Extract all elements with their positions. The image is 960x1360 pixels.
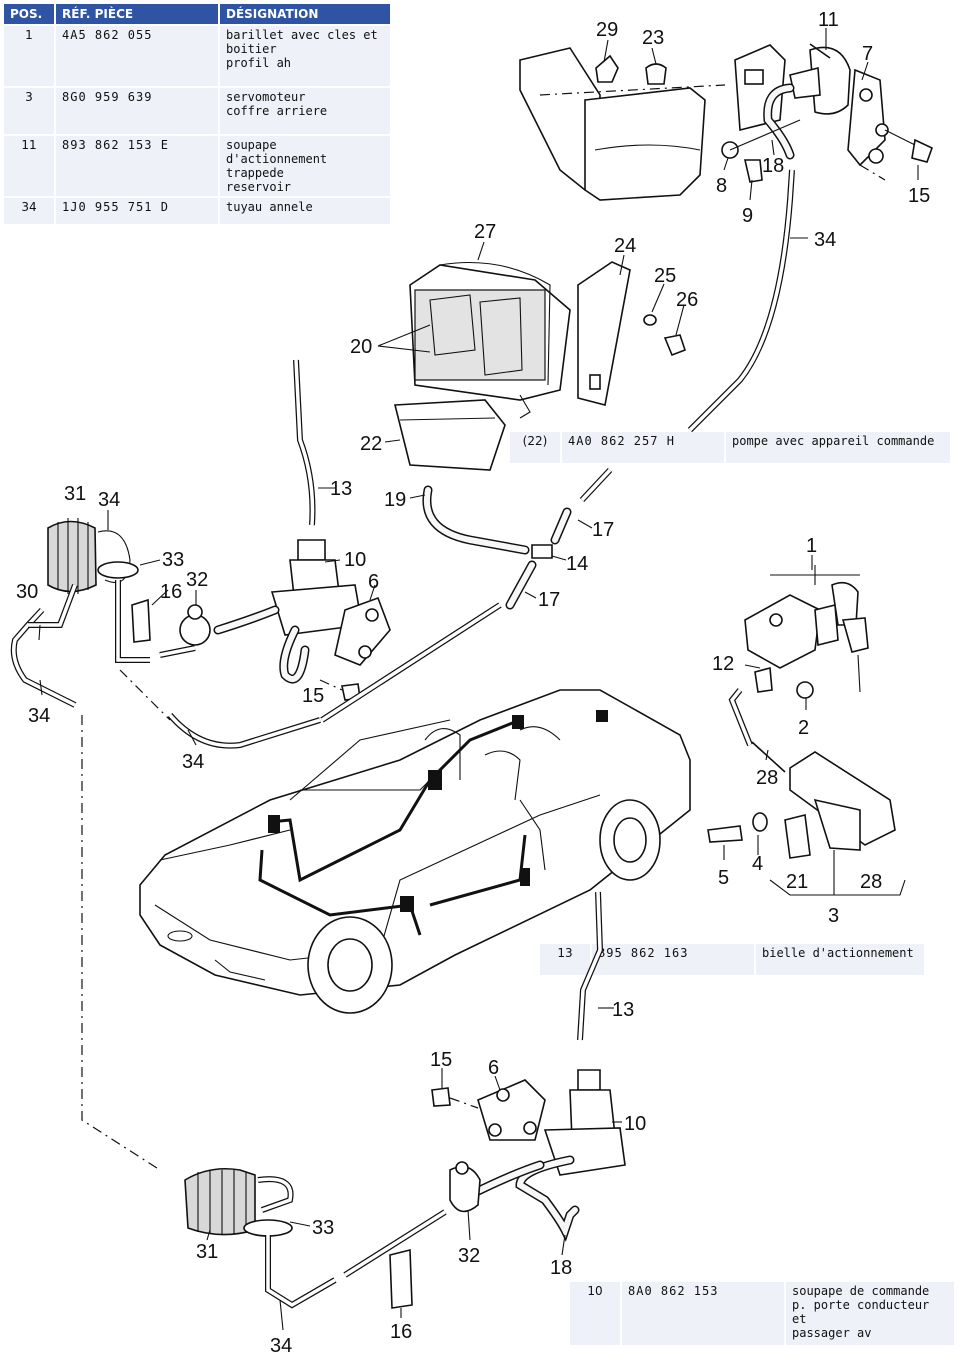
table-row: 34 1J0 955 751 D tuyau annele <box>4 197 392 226</box>
part-pos: (22) <box>510 432 562 465</box>
callout-label: 12 <box>712 653 734 675</box>
callout-label: 6 <box>368 571 379 593</box>
callout-label: 25 <box>654 265 676 287</box>
callout-label: 8 <box>716 175 727 197</box>
callout-label: 34 <box>182 751 204 773</box>
table-row: 3 8G0 959 639 servomoteur coffre arriere <box>4 87 392 136</box>
callout-label: 32 <box>186 569 208 591</box>
callout-label: 28 <box>756 767 778 789</box>
callout-label: 34 <box>270 1335 292 1357</box>
callout-label: 17 <box>592 519 614 541</box>
callout-label: 33 <box>162 549 184 571</box>
parts-table-main: POS. RÉF. PIÈCE DÉSIGNATION 1 4A5 862 05… <box>4 4 392 226</box>
callout-label: 32 <box>458 1245 480 1267</box>
callout-label: 31 <box>196 1241 218 1263</box>
callout-label: 27 <box>474 221 496 243</box>
table-row: 11 893 862 153 E soupape d'actionnement … <box>4 135 392 198</box>
callout-labels: 29 23 11 7 8 9 18 15 34 27 24 25 26 20 2… <box>16 9 930 1357</box>
part-ref: 8G0 959 639 <box>55 87 220 136</box>
callout-label: 34 <box>98 489 120 511</box>
callout-label: 31 <box>64 483 86 505</box>
col-ref-header: RÉF. PIÈCE <box>55 4 220 26</box>
callout-label: 7 <box>862 43 873 65</box>
fuel-flap-assembly <box>519 43 933 201</box>
callout-label: 15 <box>302 685 324 707</box>
callout-label: 18 <box>762 155 784 177</box>
part-pos: 34 <box>4 197 56 226</box>
part-designation: bielle d'actionnement <box>755 944 926 977</box>
callout-label: 21 <box>786 871 808 893</box>
table-row: 1 4A5 862 055 barillet avec cles et boit… <box>4 25 392 88</box>
part-pos: 3 <box>4 87 56 136</box>
col-designation-header: DÉSIGNATION <box>219 4 392 26</box>
callout-label: 14 <box>566 553 588 575</box>
part-ref: 1J0 955 751 D <box>55 197 220 226</box>
part-ref: 4A5 862 055 <box>55 25 220 88</box>
callout-label: 5 <box>718 867 729 889</box>
callout-label: 22 <box>360 433 382 455</box>
part-ref: 893 862 153 E <box>55 135 220 198</box>
callout-label: 24 <box>614 235 636 257</box>
parts-table-10: 10 8A0 862 153 soupape de commande p. po… <box>570 1282 956 1347</box>
part-pos: 10 <box>570 1282 622 1347</box>
vacuum-reservoir-lower <box>184 1167 256 1236</box>
part-ref: 895 862 163 <box>591 944 756 977</box>
part-ref: 4A0 862 257 H <box>561 432 726 465</box>
callout-label: 16 <box>160 581 182 603</box>
part-pos: 1 <box>4 25 56 88</box>
control-valve-lower <box>431 1069 626 1176</box>
table-row: 10 8A0 862 153 soupape de commande p. po… <box>570 1282 956 1347</box>
callout-label: 13 <box>330 478 352 500</box>
part-designation: servomoteur coffre arriere <box>219 87 392 136</box>
callout-label: 28 <box>860 871 882 893</box>
callout-label: 34 <box>814 229 836 251</box>
callout-label: 20 <box>350 336 372 358</box>
callout-label: 4 <box>752 853 763 875</box>
callout-label: 11 <box>818 9 839 31</box>
callout-label: 15 <box>430 1049 452 1071</box>
control-valve-upper <box>270 539 391 666</box>
callout-label: 9 <box>742 205 753 227</box>
callout-label: 23 <box>642 27 664 49</box>
car-body-outline <box>139 689 691 1014</box>
table-row: 13 895 862 163 bielle d'actionnement <box>540 944 926 977</box>
part-pos: 11 <box>4 135 56 198</box>
callout-label: 34 <box>28 705 50 727</box>
callout-label: 10 <box>624 1113 646 1135</box>
parts-table-22: (22) 4A0 862 257 H pompe avec appareil c… <box>510 432 952 465</box>
vacuum-reservoir-upper <box>47 518 97 594</box>
callout-label: 33 <box>312 1217 334 1239</box>
callout-label: 1 <box>806 535 817 557</box>
part-ref: 8A0 862 153 <box>621 1282 786 1347</box>
callout-label: 29 <box>596 19 618 41</box>
col-pos-header: POS. <box>4 4 56 26</box>
callout-label: 10 <box>344 549 366 571</box>
callout-label: 13 <box>612 999 634 1021</box>
lock-cylinder-assembly <box>744 565 869 699</box>
callout-label: 17 <box>538 589 560 611</box>
callout-label: 30 <box>16 581 38 603</box>
part-designation: pompe avec appareil commande <box>725 432 952 465</box>
callout-label: 18 <box>550 1257 572 1279</box>
part-designation: soupape de commande p. porte conducteur … <box>785 1282 956 1347</box>
part-designation: tuyau annele <box>219 197 392 226</box>
callout-label: 15 <box>908 185 930 207</box>
part-designation: barillet avec cles et boitier profil ah <box>219 25 392 88</box>
callout-leaders <box>38 28 919 1331</box>
parts-table-13: 13 895 862 163 bielle d'actionnement <box>540 944 926 977</box>
part-designation: soupape d'actionnement trappede reservoi… <box>219 135 392 198</box>
trunk-servomotor <box>707 751 906 896</box>
vacuum-pump-assembly <box>393 261 687 471</box>
callout-label: 2 <box>798 717 809 739</box>
table-row: (22) 4A0 862 257 H pompe avec appareil c… <box>510 432 952 465</box>
callout-label: 26 <box>676 289 698 311</box>
callout-label: 6 <box>488 1057 499 1079</box>
callout-label: 3 <box>828 905 839 927</box>
part-pos: 13 <box>540 944 592 977</box>
callout-label: 16 <box>390 1321 412 1343</box>
callout-label: 19 <box>384 489 406 511</box>
